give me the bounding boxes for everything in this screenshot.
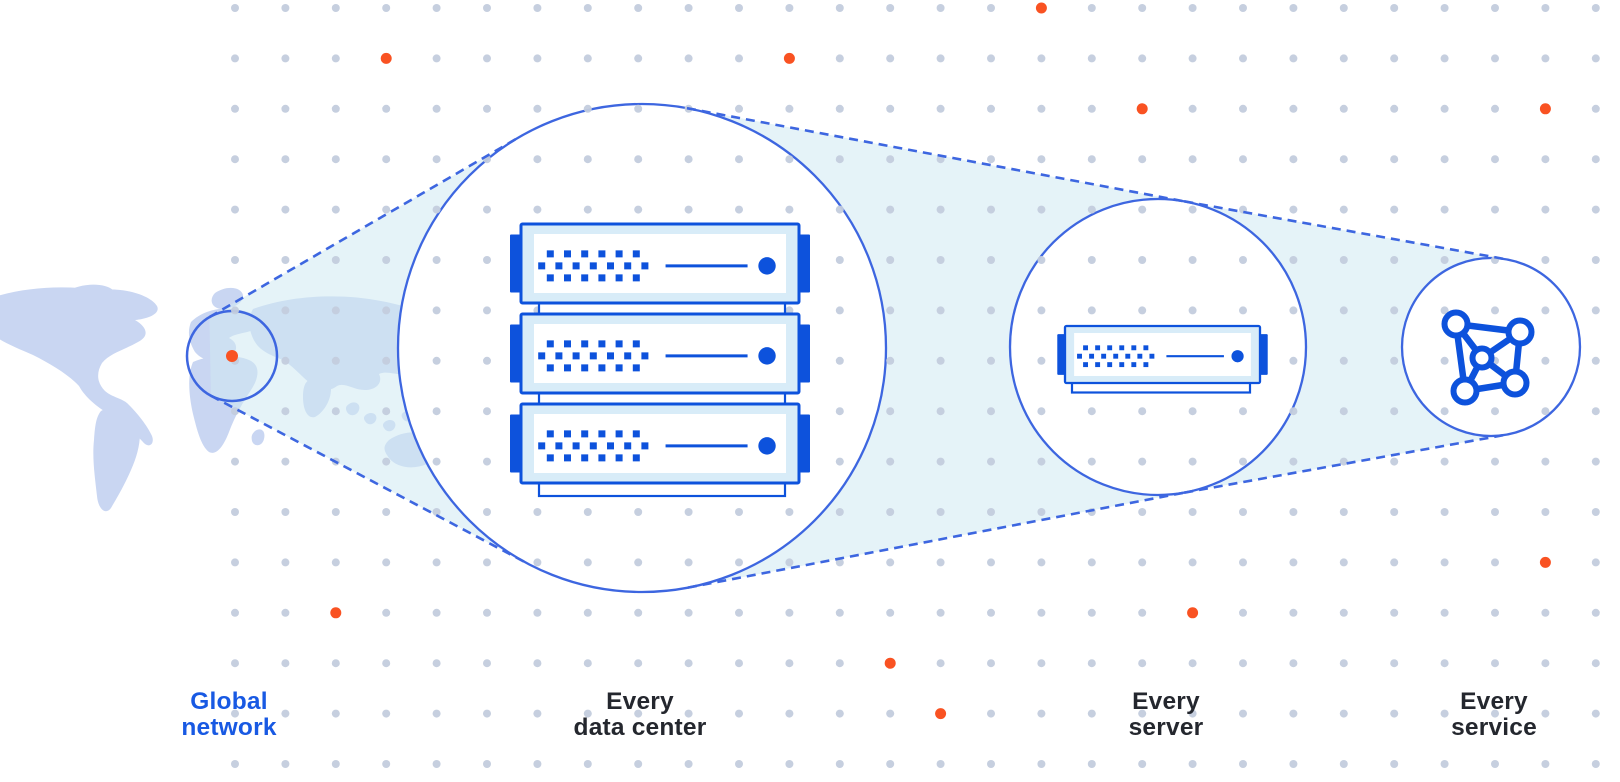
label-every-server: Every server bbox=[1129, 689, 1204, 740]
label-line: Every bbox=[1460, 688, 1528, 715]
label-line: server bbox=[1128, 713, 1204, 741]
label-line: Every bbox=[606, 688, 674, 715]
location-dot-icon bbox=[226, 350, 238, 362]
label-global-network: Global network bbox=[181, 689, 276, 740]
dot-grid-background bbox=[231, 2, 1600, 768]
label-line: network bbox=[181, 713, 277, 741]
label-line: service bbox=[1451, 713, 1537, 741]
label-every-data-center: Every data center bbox=[574, 689, 707, 740]
label-line: Global bbox=[190, 688, 268, 715]
dashed-tangent-lines bbox=[208, 106, 1507, 589]
server-icon bbox=[1057, 324, 1268, 394]
label-line: Every bbox=[1132, 688, 1200, 715]
label-line: data center bbox=[573, 713, 707, 741]
label-every-service: Every service bbox=[1451, 689, 1537, 740]
server-rack-icon bbox=[510, 222, 810, 498]
network-mesh-icon bbox=[1441, 309, 1535, 406]
service-circle bbox=[1400, 256, 1582, 438]
